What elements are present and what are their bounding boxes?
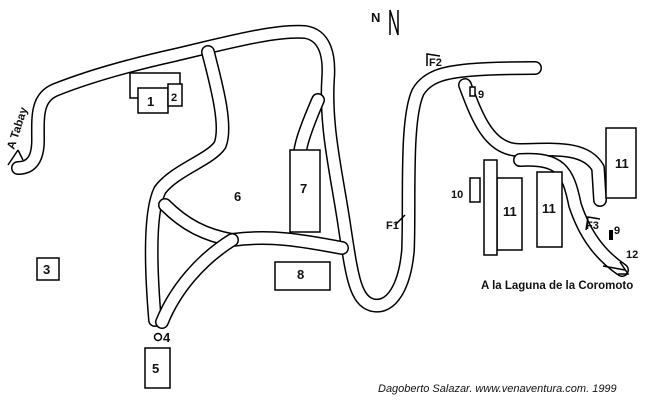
arrow-tabay [7,149,24,166]
marker-4 [153,332,163,342]
flag-f3-mark [585,216,601,231]
map-credit: Dagoberto Salazar. www.venaventura.com. … [378,383,617,395]
building-11-right [605,127,637,199]
label-9-top: 9 [478,89,484,101]
building-10 [469,177,481,203]
flag-f2-mark [426,53,441,66]
map-labels: 1 2 3 4 5 6 7 8 9 10 11 11 11 9 12 F2 F1… [5,10,638,395]
label-f3: F3 [586,220,599,232]
label-7: 7 [300,181,307,196]
label-laguna: A la Laguna de la Coromoto [481,280,633,292]
label-f2: F2 [429,57,442,69]
building-2 [167,83,183,107]
label-11-left: 11 [503,204,517,219]
label-1: 1 [147,94,154,109]
label-9-bottom: 9 [614,225,620,237]
label-8: 8 [297,267,304,282]
flags [7,9,630,275]
label-11-right: 11 [615,156,629,171]
building-11-mid [536,171,563,248]
buildings [36,72,637,389]
flag-f1-mark [394,214,406,226]
label-6: 6 [234,189,241,204]
building-3 [36,257,60,281]
building-9-top [469,86,476,97]
building-9-bottom [609,230,613,240]
building-8 [274,261,331,291]
label-a-tabay: A Tabay [5,105,30,151]
label-10: 10 [451,189,463,201]
building-strip [483,159,498,256]
label-north: N [371,10,380,25]
north-arrow [389,9,399,36]
label-4: 4 [163,330,171,345]
building-7 [289,149,321,233]
label-3: 3 [43,262,50,277]
label-5: 5 [152,361,159,376]
label-2: 2 [171,92,177,104]
label-12: 12 [626,249,638,261]
label-f1: F1 [386,220,399,232]
arrow-laguna [602,261,630,275]
label-11-mid: 11 [542,201,556,216]
building-5 [144,347,171,389]
